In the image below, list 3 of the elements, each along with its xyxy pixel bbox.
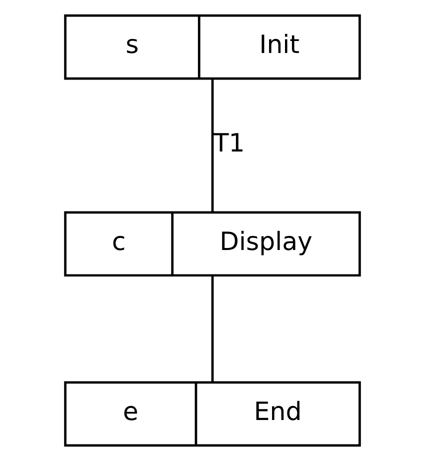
connector [211,78,214,212]
edge-label: T1 [213,128,245,158]
connector [211,276,214,382]
